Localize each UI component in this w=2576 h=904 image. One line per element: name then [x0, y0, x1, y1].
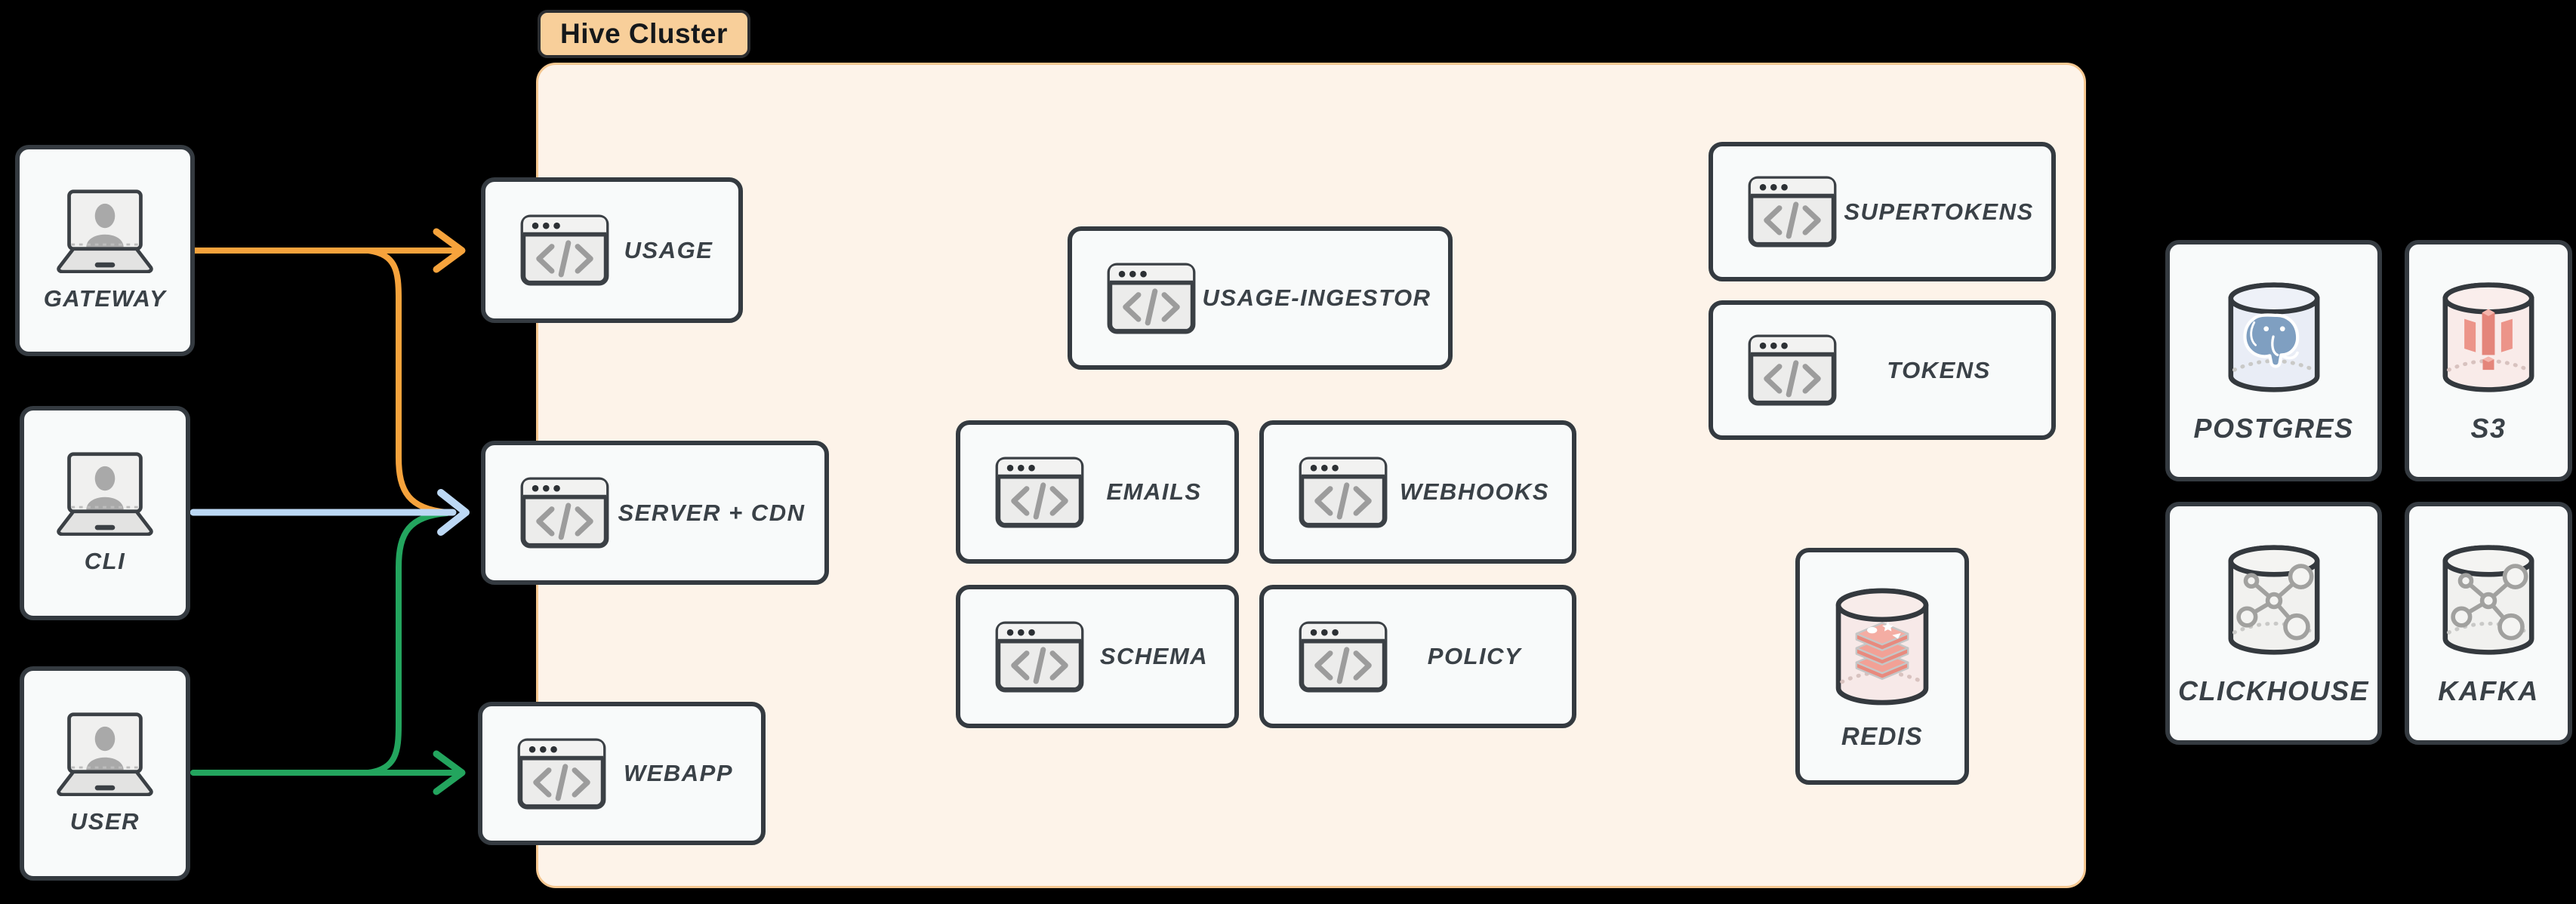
- datastore-label: S3: [2470, 413, 2507, 444]
- code-window-icon: [1299, 457, 1388, 528]
- datastore-label: REDIS: [1841, 722, 1924, 750]
- laptop-user-icon: [48, 451, 162, 536]
- code-window-icon: [995, 457, 1084, 528]
- service-label: SERVER + CDN: [618, 499, 806, 526]
- service-label: EMAILS: [1106, 478, 1202, 505]
- code-window-icon: [1748, 176, 1837, 248]
- hive-cluster-label: Hive Cluster: [538, 10, 750, 58]
- datastore-label: POSTGRES: [2193, 413, 2354, 444]
- datastore-label: CLICKHOUSE: [2177, 675, 2369, 706]
- code-window-icon: [995, 621, 1084, 693]
- service-label: POLICY: [1427, 643, 1522, 669]
- client-node-cli: CLI: [20, 406, 190, 620]
- s3-database-icon: [2432, 277, 2545, 398]
- service-label: TOKENS: [1887, 356, 1991, 383]
- service-node-server-cdn: SERVER + CDN: [481, 441, 829, 585]
- code-window-icon: [520, 477, 609, 549]
- service-label: USAGE-INGESTOR: [1202, 284, 1431, 311]
- edge-user-servercdn: [365, 510, 450, 776]
- service-node-schema: SCHEMA: [956, 585, 1239, 728]
- edge-gateway-servercdn: [365, 248, 450, 515]
- client-label: GATEWAY: [43, 285, 167, 312]
- kafka-database-icon: [2432, 540, 2545, 660]
- datastore-label: KAFKA: [2438, 675, 2539, 706]
- client-label: CLI: [84, 548, 126, 574]
- client-node-user: USER: [20, 666, 190, 881]
- service-node-policy: POLICY: [1259, 585, 1576, 728]
- code-window-icon: [1107, 263, 1196, 334]
- edge-user-webapp-arrowhead: [433, 750, 466, 795]
- client-label: USER: [69, 808, 140, 835]
- datastore-node-kafka: KAFKA: [2405, 502, 2572, 745]
- code-window-icon: [520, 214, 609, 286]
- edge-gateway-usage-arrowhead: [433, 228, 466, 273]
- service-node-tokens: TOKENS: [1709, 300, 2056, 440]
- service-node-webapp: WEBAPP: [478, 702, 766, 845]
- clickhouse-database-icon: [2217, 540, 2331, 660]
- service-label: WEBHOOKS: [1400, 478, 1549, 505]
- service-label: WEBAPP: [623, 760, 734, 786]
- client-node-gateway: GATEWAY: [15, 145, 195, 356]
- datastore-node-redis: REDIS: [1795, 548, 1969, 785]
- redis-database-icon: [1825, 582, 1940, 712]
- laptop-user-icon: [48, 712, 162, 796]
- service-node-webhooks: WEBHOOKS: [1259, 420, 1576, 564]
- service-label: USAGE: [624, 236, 713, 263]
- code-window-icon: [1299, 621, 1388, 693]
- datastore-node-s3: S3: [2405, 240, 2572, 481]
- edge-cli-servercdn-arrowhead: [437, 489, 470, 536]
- code-window-icon: [517, 738, 606, 810]
- postgres-database-icon: [2217, 277, 2331, 398]
- service-label: SCHEMA: [1099, 643, 1209, 669]
- service-node-usage-ingestor: USAGE-INGESTOR: [1068, 226, 1453, 370]
- service-node-supertokens: SUPERTOKENS: [1709, 142, 2056, 281]
- service-node-emails: EMAILS: [956, 420, 1239, 564]
- datastore-node-postgres: POSTGRES: [2165, 240, 2382, 481]
- code-window-icon: [1748, 334, 1837, 406]
- datastore-node-clickhouse: CLICKHOUSE: [2165, 502, 2382, 745]
- service-node-usage: USAGE: [481, 177, 743, 323]
- service-label: SUPERTOKENS: [1844, 198, 2034, 225]
- laptop-user-icon: [48, 189, 162, 273]
